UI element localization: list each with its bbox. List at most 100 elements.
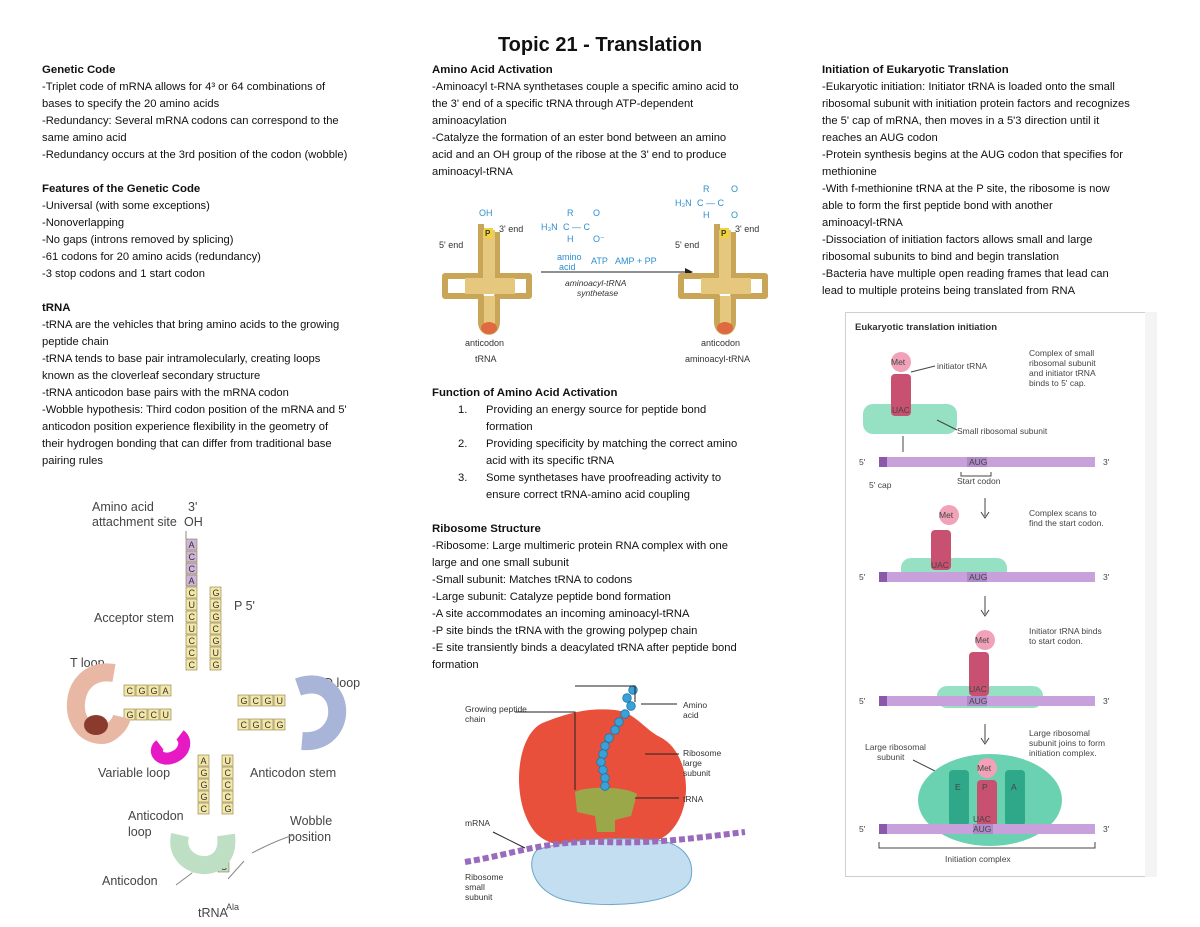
anticodon-label: Anticodon [102, 874, 158, 888]
column-left: Genetic Code -Triplet code of mRNA allow… [42, 62, 392, 470]
nucleotide-box [159, 708, 172, 721]
activation-line: aminoacyl-tRNA [432, 166, 513, 178]
step4-label: initiation complex. [1029, 748, 1097, 758]
mrna-strand [464, 829, 746, 865]
met-label: Met [977, 763, 992, 773]
initiation-diagram: Eukaryotic translation initiation Met UA… [845, 312, 1157, 877]
nucleotide-letter: C [189, 660, 196, 670]
p5-label: P 5' [234, 599, 255, 613]
nucleotide-letter: G [213, 636, 220, 646]
nucleotide-letter: A [189, 540, 195, 550]
nucleotide-letter: G [213, 660, 220, 670]
trna-line: -tRNA anticodon base pairs with the mRNA… [42, 387, 289, 399]
small-subunit-label: Small ribosomal subunit [957, 426, 1048, 436]
nucleotide-box [221, 766, 234, 779]
nucleotide-box [197, 766, 210, 779]
initiation-line: ribosomal subunits to bind and begin tra… [822, 251, 1059, 263]
aug-label: AUG [969, 696, 987, 706]
nucleotide-box [209, 586, 222, 599]
variable-loop [150, 730, 191, 765]
initiation-line: ribosomal subunit with initiation protei… [822, 98, 1130, 110]
trna-cloverleaf-diagram: Amino acid attachment site 3' OH Accepto… [66, 500, 360, 920]
ribosome-line: -P site binds the tRNA with the growing … [432, 625, 698, 637]
five-prime-label: 5' [859, 824, 866, 834]
genetic-code-line: bases to specify the 20 amino acids [42, 98, 220, 110]
three-end-label: 3' end [735, 224, 759, 234]
initiator-trna-shape [891, 374, 911, 416]
genetic-code-line: -Redundancy: Several mRNA codons can cor… [42, 115, 339, 127]
nucleotide-letter: C [189, 648, 196, 658]
small-subunit-label: subunit [465, 892, 493, 902]
p-label: P [721, 229, 727, 238]
anticodon-loop-label: Anticodon [128, 809, 184, 823]
met-label: Met [939, 510, 954, 520]
features-line: -3 stop codons and 1 start codon [42, 268, 205, 280]
three-prime-label: 3' [188, 500, 197, 514]
e-site-label: E [955, 782, 961, 792]
ribosome-diagram: Growing peptide chain Amino acid Ribosom… [464, 685, 746, 906]
nucleotide-box [237, 694, 250, 707]
function-item-text: ensure correct tRNA-amino acid coupling [486, 489, 690, 501]
amino-acid-label: acid [683, 710, 699, 720]
function-item-number: 1. [458, 404, 468, 416]
nucleotide-letter: C [189, 564, 196, 574]
features-line: -No gaps (introns removed by splicing) [42, 234, 234, 246]
nucleotide-box [221, 754, 234, 767]
page-title: Topic 21 - Translation [497, 34, 703, 56]
five-end-label: 5' end [439, 240, 463, 250]
amino-acid-bead [614, 717, 624, 727]
amp-pp-label: AMP + PP [615, 256, 657, 266]
step2-label: find the start codon. [1029, 518, 1104, 528]
amino-acid-bead [600, 741, 610, 751]
genetic-code-line: same amino acid [42, 132, 127, 144]
nucleotide-box [261, 718, 274, 731]
function-heading: Function of Amino Acid Activation [432, 387, 618, 399]
nucleotide-letter: G [241, 696, 248, 706]
initiation-line: reaches an AUG codon [822, 132, 938, 144]
nucleotide-letter: A [163, 686, 169, 696]
nucleotide-letter: G [201, 768, 208, 778]
aug-label: AUG [973, 824, 991, 834]
function-item: 1. Providing an energy source for peptid… [458, 402, 782, 436]
nucleotide-box [135, 708, 148, 721]
initiator-trna-label: initiator tRNA [937, 361, 987, 371]
wobble-label: position [288, 830, 331, 844]
amino-acid-label: Amino acid [92, 500, 154, 514]
nucleotide-box [221, 802, 234, 815]
five-cap-label: 5' cap [869, 480, 892, 490]
nucleotide-letter: G [225, 804, 232, 814]
function-item-text: formation [486, 421, 533, 433]
nucleotide-letter: C [265, 720, 272, 730]
nucleotide-letter: C [201, 804, 208, 814]
nucleotide-letter: C [189, 588, 196, 598]
step4-label: subunit joins to form [1029, 738, 1105, 748]
amino-acid-bead [610, 725, 620, 735]
nucleotide-letter: U [189, 600, 196, 610]
nucleotide-letter: G [253, 720, 260, 730]
h-label: H [703, 210, 710, 220]
five-prime-label: 5' [859, 696, 866, 706]
anticodon-label: anticodon [465, 338, 504, 348]
trna-heading: tRNA [42, 302, 71, 314]
step2-label: Complex scans to [1029, 508, 1097, 518]
function-item-text: Providing specificity by matching the co… [486, 438, 738, 450]
amino-acid-bead [598, 749, 608, 759]
step1-label: and initiator tRNA [1029, 368, 1096, 378]
anticodon-loop-label: loop [128, 825, 152, 839]
amino-acid-bead [604, 733, 614, 743]
h-label: H [567, 234, 574, 244]
growing-chain-label: Growing peptide [465, 704, 527, 714]
amino-acid-bead [596, 757, 606, 767]
ribosome-line: large and one small subunit [432, 557, 569, 569]
trna-shape [575, 787, 637, 832]
nucleotide-box [185, 562, 198, 575]
nucleotide-letter: C [139, 710, 146, 720]
nucleotide-box [185, 658, 198, 671]
function-item-text: Some synthetases have proofreading activ… [486, 472, 722, 484]
initiation-line: -Eukaryotic initiation: Initiator tRNA i… [822, 81, 1115, 93]
nucleotide-box [185, 538, 198, 551]
nucleotide-box [209, 622, 222, 635]
large-subunit-label: subunit [683, 768, 711, 778]
activation-line: the 3' end of a specific tRNA through AT… [432, 98, 694, 110]
column-right: Initiation of Eukaryotic Translation -Eu… [822, 62, 1172, 300]
